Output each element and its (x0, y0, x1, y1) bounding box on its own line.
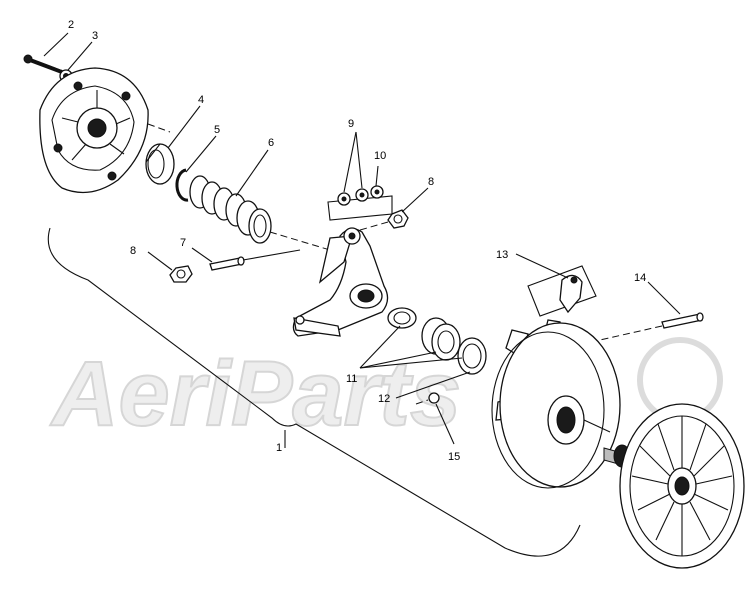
callout-9: 9 (348, 118, 354, 130)
roller-washer-group (327, 185, 393, 221)
assembly-bracket (47, 227, 581, 557)
pin-part (209, 249, 301, 271)
callout-6: 6 (268, 137, 274, 149)
callout-8-left: 8 (130, 245, 136, 257)
callout-1: 1 (276, 442, 282, 454)
callout-4: 4 (198, 94, 204, 106)
nut-part-right (359, 209, 409, 231)
watermark-logo: AeriParts (49, 337, 723, 446)
callout-8-right: 8 (428, 176, 434, 188)
movable-sheave (491, 319, 621, 489)
callout-14: 14 (634, 272, 646, 284)
callout-12: 12 (378, 393, 390, 405)
small-nut-part (428, 392, 440, 404)
clutch-cover (39, 67, 171, 194)
spider-arm (292, 227, 389, 337)
bushing-part (145, 143, 175, 185)
dowel-pin-part (599, 312, 704, 341)
callout-7: 7 (180, 237, 186, 249)
callout-5: 5 (214, 124, 220, 136)
callout-13: 13 (496, 249, 508, 261)
callout-labels: 1 2 3 4 5 6 7 8 8 9 10 11 12 13 14 15 (68, 19, 646, 463)
snap-ring-part (175, 168, 189, 202)
callout-3: 3 (92, 30, 98, 42)
bolt-part (23, 54, 63, 74)
callout-15: 15 (448, 451, 460, 463)
small-nut-axis (415, 399, 429, 405)
fixed-sheave (619, 403, 745, 569)
watermark-text: AeriParts (50, 343, 461, 445)
bushing-set-part (387, 307, 487, 375)
leader-lines (43, 32, 681, 445)
spring-part (189, 175, 331, 251)
nut-part-left (169, 265, 193, 283)
callout-11: 11 (346, 373, 357, 385)
roller-bracket-part (527, 265, 597, 317)
callout-10: 10 (374, 150, 386, 162)
callout-2: 2 (68, 19, 74, 31)
